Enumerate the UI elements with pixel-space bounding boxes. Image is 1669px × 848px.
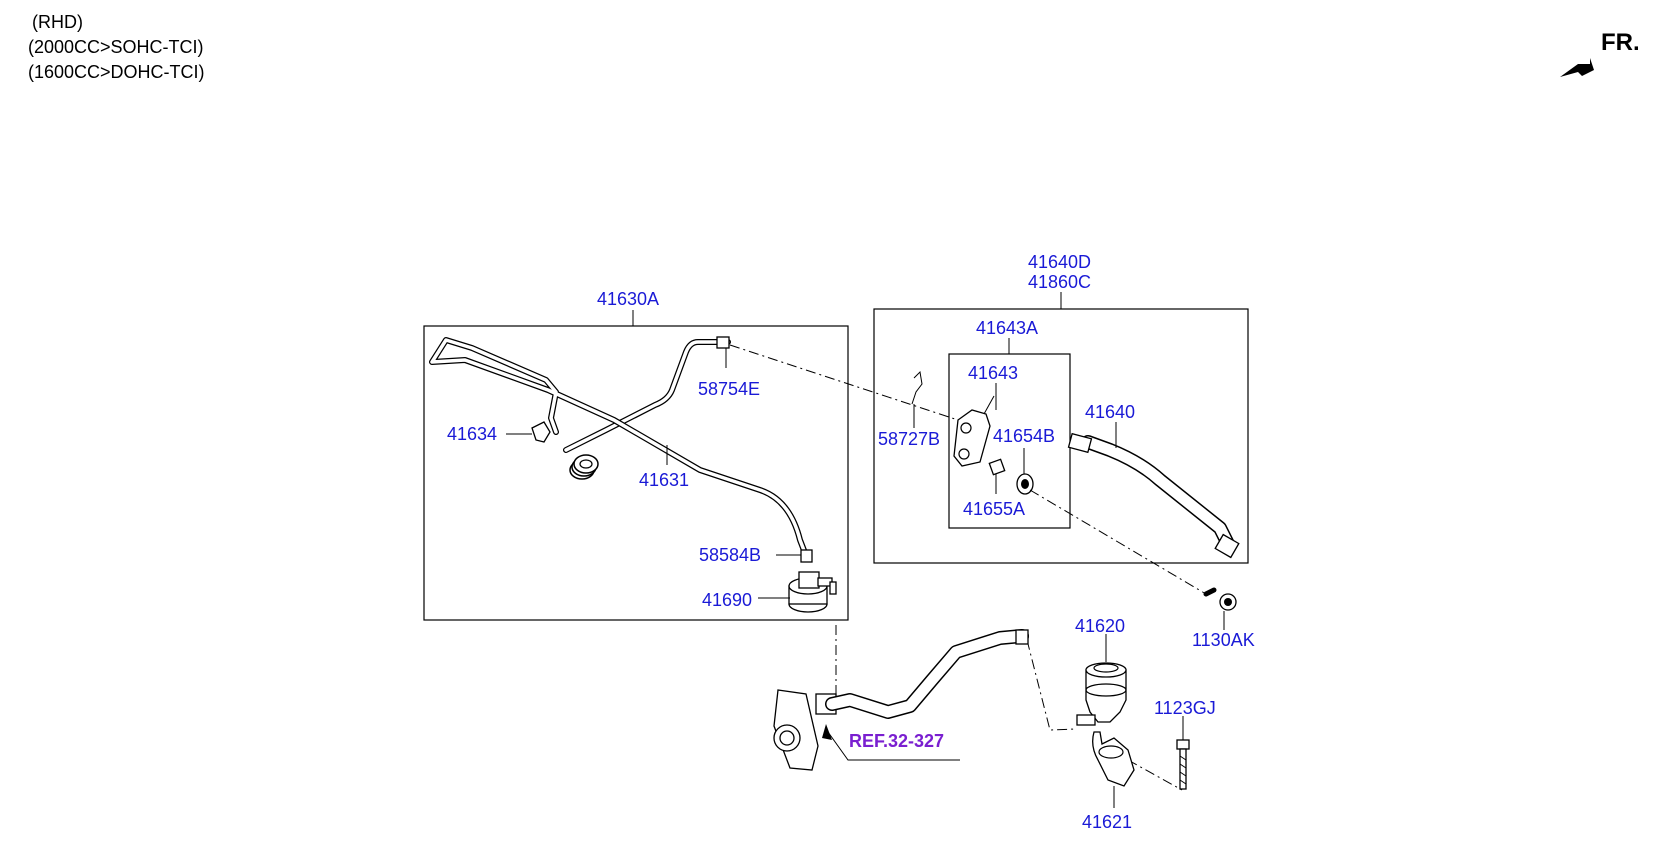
ref-arrow-icon (822, 724, 832, 740)
reservoir-bracket-41621 (1092, 731, 1135, 787)
connector-hose-cylinder (1026, 639, 1076, 731)
note-2000cc: (2000CC>SOHC-TCI) (28, 37, 204, 57)
tube-coil (569, 454, 599, 480)
clip-41634 (531, 421, 551, 443)
tube-assembly-group-box (423, 325, 849, 621)
part-label-41620[interactable]: 41620 (1075, 616, 1125, 636)
bolt-1130ak (1203, 587, 1237, 611)
connector-58754e-bracket (729, 344, 959, 421)
part-label-41643[interactable]: 41643 (968, 363, 1018, 383)
part-label-1123gj[interactable]: 1123GJ (1154, 698, 1216, 718)
grommet-41654b (1016, 473, 1034, 495)
clutch-line-to-cylinder (825, 629, 1029, 719)
part-label-41860c[interactable]: 41860C (1028, 272, 1091, 292)
part-label-58727b[interactable]: 58727B (878, 429, 940, 449)
part-label-41690[interactable]: 41690 (702, 590, 752, 610)
part-label-41631[interactable]: 41631 (639, 470, 689, 490)
part-label-41630a[interactable]: 41630A (597, 289, 659, 309)
part-label-41655a[interactable]: 41655A (963, 499, 1025, 519)
fitting-58584b (800, 549, 813, 563)
sleeve-41655a (988, 458, 1006, 476)
part-label-41640d[interactable]: 41640D (1028, 252, 1091, 272)
part-label-41640[interactable]: 41640 (1085, 402, 1135, 422)
fitting-58754e (716, 336, 730, 349)
front-direction-arrow-icon (1560, 58, 1594, 77)
bracket-41643 (953, 395, 995, 467)
part-label-58754e[interactable]: 58754E (698, 379, 760, 399)
damper-41690 (788, 571, 837, 613)
note-1600cc: (1600CC>DOHC-TCI) (28, 62, 205, 82)
flexible-hose-41640 (1067, 432, 1240, 559)
clutch-tube-41631 (429, 337, 808, 556)
reference-label[interactable]: REF.32-327 (849, 731, 944, 751)
part-label-41643a[interactable]: 41643A (976, 318, 1038, 338)
bolt-1123gj (1176, 739, 1190, 790)
front-direction-label: FR. (1601, 29, 1640, 56)
reservoir-41620 (1076, 662, 1127, 726)
part-label-41621[interactable]: 41621 (1082, 812, 1132, 832)
part-label-58584b[interactable]: 58584B (699, 545, 761, 565)
clip-58727b (911, 370, 923, 405)
part-label-41654b[interactable]: 41654B (993, 426, 1055, 446)
connector-grommet-bolt (1029, 489, 1207, 595)
note-rhd: (RHD) (32, 12, 83, 32)
connector-bracket-bolt (1127, 759, 1183, 791)
part-label-1130ak[interactable]: 1130AK (1192, 630, 1255, 650)
ref-leader (827, 731, 960, 761)
part-label-41634[interactable]: 41634 (447, 424, 497, 444)
